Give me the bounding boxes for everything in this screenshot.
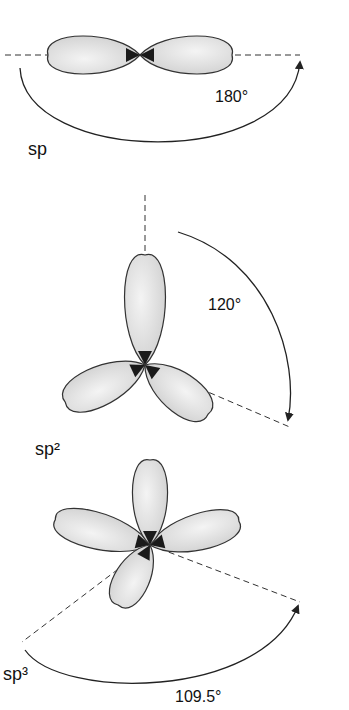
orbital-lobe	[56, 347, 153, 420]
orbital-lobe	[102, 537, 165, 614]
axis-line	[150, 545, 300, 602]
nucleus-core	[140, 48, 154, 62]
orbital-lobe	[140, 36, 232, 74]
orbital-lobe	[132, 460, 167, 545]
sp2-orbitals	[56, 254, 220, 430]
angle-arc	[178, 232, 291, 420]
orbital-lobe	[133, 349, 221, 430]
orbital-label: 109.5°	[175, 688, 221, 706]
nucleus-core	[141, 359, 161, 379]
nucleus-core	[137, 542, 156, 561]
orbital-lobe	[125, 254, 166, 365]
orbital-label: sp	[28, 140, 47, 160]
sp-orbitals	[48, 36, 233, 74]
angle-arc	[25, 606, 298, 683]
orbital-label: 180°	[215, 88, 248, 106]
orbital-label: 120°	[208, 296, 241, 314]
orbital-label: sp³	[3, 665, 28, 685]
angle-arc	[20, 62, 300, 142]
nucleus-core	[143, 531, 157, 545]
nucleus-core	[126, 48, 140, 62]
orbital-lobe	[48, 36, 140, 74]
sp3-orbitals	[50, 460, 244, 614]
orbital-label: sp²	[35, 440, 60, 460]
